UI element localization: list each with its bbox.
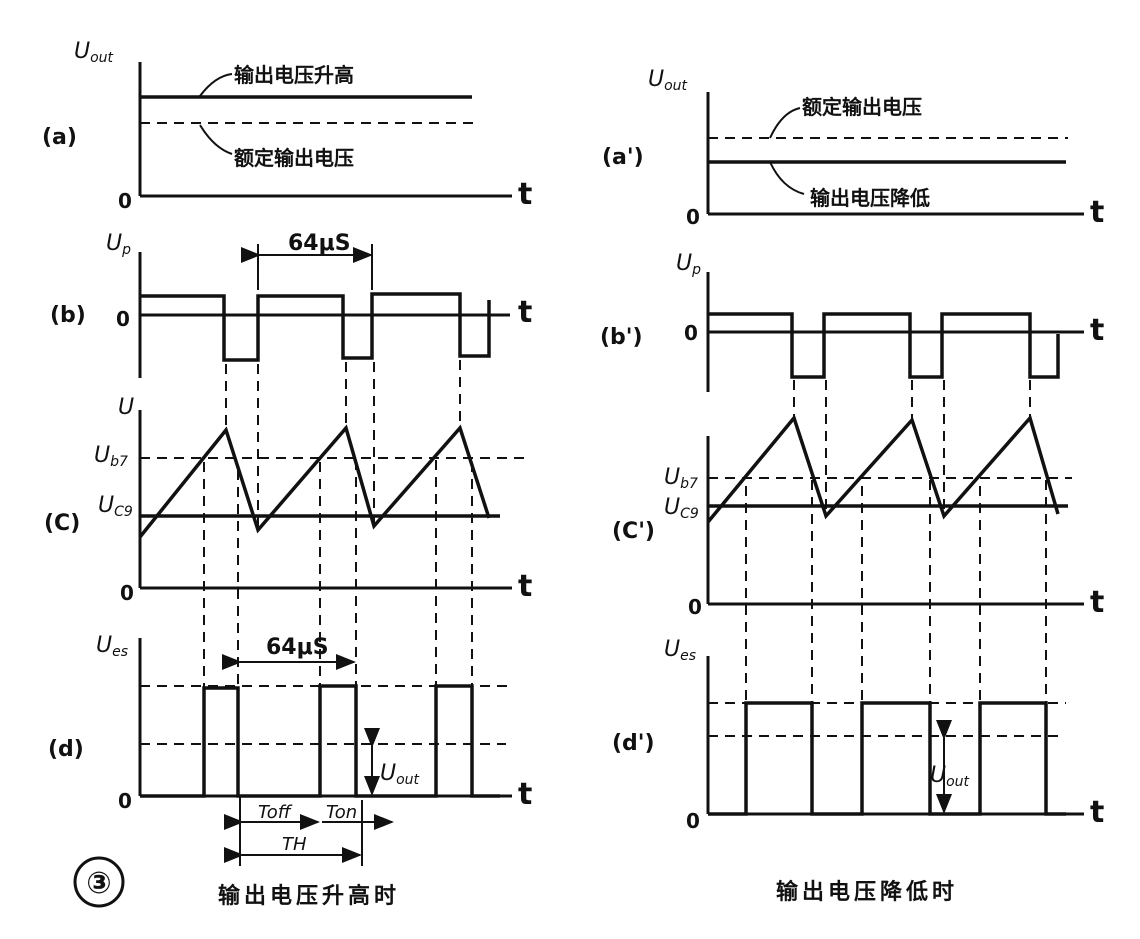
dp-panel-label: (d'): [612, 731, 655, 756]
ap-rated-leader: [769, 107, 801, 139]
panel-d-prime: Ues (d') 0 t Uout: [612, 637, 1104, 833]
ap-t-label: t: [1090, 195, 1104, 230]
d-toff-label: Toff: [258, 802, 293, 823]
c-panel-label: (C): [44, 511, 80, 536]
c-t-label: t: [518, 569, 532, 604]
ap-low-text: 输出电压降低: [810, 186, 930, 210]
b-y-label: Up: [106, 231, 131, 258]
d-uout-label: Uout: [380, 761, 420, 788]
bp-pulse-wave: [708, 312, 1060, 379]
b-pulse-wave: [140, 292, 491, 362]
b-zero: 0: [116, 307, 130, 331]
cp-uc9-label: UC9: [664, 495, 699, 522]
d-pulse-wave: [140, 684, 500, 798]
bp-t-label: t: [1090, 313, 1104, 348]
figure-number: ③: [86, 866, 111, 901]
panel-d: Ues (d) 0 t 64μS Uout Toff Ton TH: [48, 633, 532, 866]
bp-zero: 0: [684, 321, 698, 345]
figure-number-circle: [73, 856, 125, 908]
a-panel-label: (a): [42, 125, 77, 150]
panel-c-prime: (C') Ub7 UC9 0 t: [612, 414, 1104, 620]
c-ub7-label: Ub7: [94, 443, 128, 470]
cp-ub7-label: Ub7: [664, 465, 698, 492]
b-t-label: t: [518, 295, 532, 330]
panel-b: Up (b) 0 t 64μS: [50, 231, 532, 378]
d-panel-label: (d): [48, 737, 84, 762]
panel-a: Uout (a) 0 t 输出电压升高 额定输出电压: [42, 39, 532, 213]
dp-y-label: Ues: [664, 637, 696, 664]
dp-zero: 0: [686, 809, 700, 833]
c-y-label: U: [118, 395, 134, 420]
panel-b-prime: Up (b') 0 t: [600, 251, 1104, 392]
right-alignment-dashes: [745, 380, 1047, 706]
cp-zero: 0: [688, 595, 702, 619]
c-sawtooth-wave: [138, 424, 491, 539]
ap-zero: 0: [686, 205, 700, 229]
cp-panel-label: (C'): [612, 519, 655, 544]
ap-y-label: Uout: [648, 67, 688, 94]
ap-low-leader: [769, 161, 805, 195]
right-caption: 输出电压降低时: [776, 879, 958, 905]
panel-c: U (C) Ub7 UC9 0 t: [44, 395, 532, 605]
a-high-text: 输出电压升高: [234, 63, 354, 87]
a-t-label: t: [518, 177, 532, 212]
a-y-label: Uout: [74, 39, 114, 66]
bp-y-label: Up: [676, 251, 701, 278]
d-th-label: TH: [282, 834, 307, 855]
d-zero: 0: [118, 789, 132, 813]
cp-t-label: t: [1090, 585, 1104, 620]
bp-panel-label: (b'): [600, 325, 643, 350]
d-t-label: t: [518, 777, 532, 812]
ap-rated-text: 额定输出电压: [802, 95, 922, 119]
dp-t-label: t: [1090, 795, 1104, 830]
d-ton-label: Ton: [326, 802, 357, 823]
c-uc9-label: UC9: [98, 493, 133, 520]
left-caption: 输出电压升高时: [218, 883, 400, 909]
panel-a-prime: Uout (a') 0 t 额定输出电压 输出电压降低: [602, 67, 1104, 230]
dp-pulse-wave: [708, 701, 1066, 816]
d-period-text: 64μS: [266, 635, 329, 660]
a-rated-leader: [199, 124, 233, 155]
a-zero: 0: [118, 189, 132, 213]
left-alignment-dashes: [203, 360, 473, 690]
c-zero: 0: [120, 581, 134, 605]
b-period-text: 64μS: [288, 231, 351, 256]
d-y-label: Ues: [96, 633, 128, 660]
b-panel-label: (b): [50, 303, 86, 328]
ap-panel-label: (a'): [602, 145, 644, 170]
dp-uout-label: Uout: [930, 763, 970, 790]
a-high-leader: [199, 73, 233, 97]
a-rated-text: 额定输出电压: [234, 146, 354, 170]
